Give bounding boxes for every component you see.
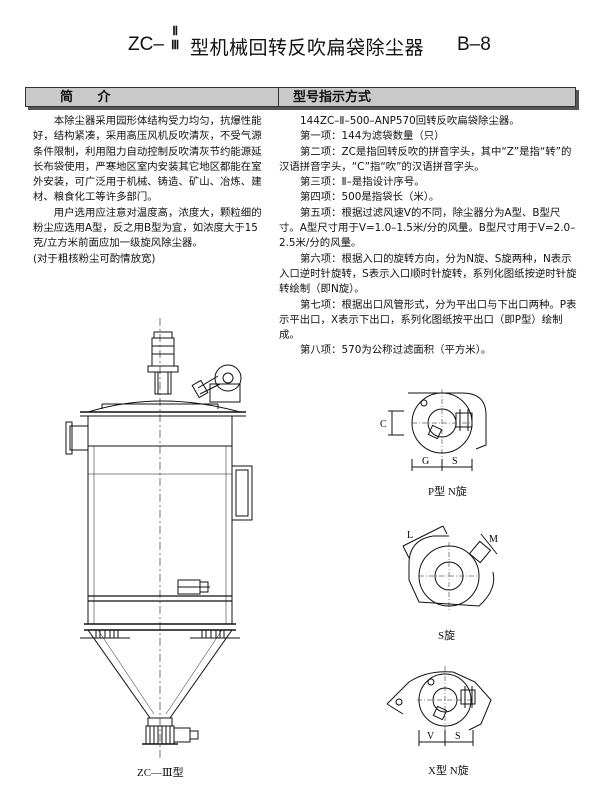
title-roman-stack: Ⅱ Ⅲ [171, 24, 179, 52]
intro-text: 本除尘器采用园形体结构受力均匀，抗爆性能好，结构紧凑，采用高压风机反吹清灰，不受… [33, 114, 269, 267]
spec-line: 第二项：ZC是指回转反吹的拼音字头，其中“Z”是指“转”的汉语拼音字头，“C”指… [279, 145, 572, 173]
p-type-n-rotation-drawing: C G S [380, 389, 487, 471]
spec-line: 第八项：570为公称过滤面积（平方米）。 [300, 344, 492, 357]
spec-line: 144ZC–Ⅱ–500–ANP570回转反吹扁袋除尘器。 [300, 115, 520, 127]
spec-line: 第六项：根据入口的旋转方向，分为N旋、S旋两种，N表示入口逆时针旋转，S表示入口… [279, 252, 577, 296]
s-rotation-drawing: L M [402, 525, 498, 612]
dim-c-label: C [380, 419, 387, 430]
s-figure-caption: S旋 [438, 630, 456, 642]
p-figure-caption: P型 N旋 [428, 486, 467, 498]
intro-paragraph: 本除尘器采用园形体结构受力均匀，抗爆性能好，结构紧凑，采用高压风机反吹清灰，不受… [33, 115, 262, 204]
title-roman-bottom: Ⅲ [171, 38, 180, 52]
x-type-n-rotation-drawing: V S [386, 666, 492, 746]
dim-l-label: L [407, 530, 413, 541]
spec-line: 第七项：根据出口风管形式，分为平出口与下出口两种。P表示平出口，X表示下出口，系… [279, 298, 577, 342]
title-prefix: ZC– [128, 34, 164, 55]
intro-paragraph: 用户选用应注意对温度高，浓度大，颗粒细的粉尘应选用A型，反之用B型为宜，如浓度大… [33, 206, 262, 250]
title-code: B–8 [457, 34, 491, 55]
x-figure-caption: X型 N旋 [428, 765, 469, 777]
dim-s2-label: S [455, 731, 461, 742]
intro-note: (对于粗核粉尘可酌情放宽) [33, 252, 156, 265]
spec-line: 第三项：Ⅱ–是指设计序号。 [300, 176, 425, 189]
page-title: ZC– Ⅱ Ⅲ 型机械回转反吹扁袋除尘器 B–8 [0, 24, 600, 66]
spec-line: 第一项：144为滤袋数量（只） [300, 130, 445, 143]
dim-s-label: S [452, 456, 458, 467]
main-figure-caption: ZC—Ⅲ型 [137, 767, 184, 779]
dust-collector-drawing [65, 318, 253, 758]
dim-v-label: V [427, 731, 435, 742]
spec-header: 型号指示方式 [278, 87, 576, 107]
spec-text: 144ZC–Ⅱ–500–ANP570回转反吹扁袋除尘器。 第一项：144为滤袋数… [279, 114, 579, 359]
spec-line: 第四项：500是指袋长（米）。 [300, 191, 440, 204]
dim-g-label: G [422, 456, 429, 467]
title-main: 型机械回转反吹扁袋除尘器 [190, 37, 425, 59]
intro-header: 简 介 [25, 87, 287, 107]
title-roman-top: Ⅱ [172, 24, 179, 38]
spec-line: 第五项：根据过滤风速V的不同，除尘器分为A型、B型尺寸。A型尺寸用于V=1.0–… [279, 206, 576, 250]
dim-m-label: M [489, 534, 498, 545]
